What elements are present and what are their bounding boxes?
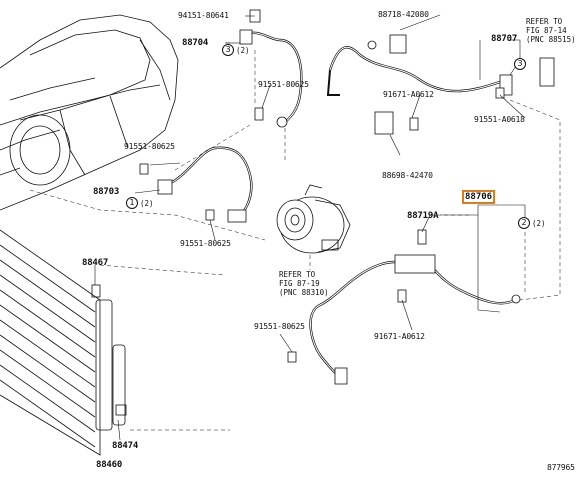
label-88707[interactable]: 88707 <box>491 34 518 44</box>
label-88698-42470[interactable]: 88698-42470 <box>382 171 433 180</box>
label-91551-80625-c[interactable]: 91551-80625 <box>180 239 231 248</box>
label-91551-80625-b[interactable]: 91551-80625 <box>124 142 175 151</box>
refer-note-top[interactable]: REFER TO FIG 87-14 (PNC 88515) <box>526 17 576 44</box>
label-88467[interactable]: 88467 <box>82 258 109 268</box>
diagram-id: 877965 <box>547 463 575 472</box>
vehicle-illustration <box>0 14 179 211</box>
label-88718-42080[interactable]: 88718-42080 <box>378 10 429 19</box>
compressor-illustration <box>276 184 351 254</box>
label-88460[interactable]: 88460 <box>96 460 123 470</box>
label-91551-80625-a[interactable]: 91551-80625 <box>258 80 309 89</box>
callout-3b: 3 <box>514 58 526 70</box>
callout-3: 3 <box>222 44 234 56</box>
label-94151-80641[interactable]: 94151-80641 <box>178 11 229 20</box>
label-88703[interactable]: 88703 <box>93 187 120 197</box>
callout-3-qty: (2) <box>236 46 250 55</box>
label-91671-a0612-a[interactable]: 91671-A0612 <box>383 90 434 99</box>
callout-2: 2 <box>518 217 530 229</box>
label-88704[interactable]: 88704 <box>182 38 209 48</box>
label-88719a[interactable]: 88719A <box>407 211 439 221</box>
label-91551-80625-d[interactable]: 91551-80625 <box>254 322 305 331</box>
label-88706-highlighted[interactable]: 88706 <box>462 190 496 204</box>
callout-1: 1 <box>126 197 138 209</box>
callout-2-qty: (2) <box>532 219 546 228</box>
callout-1-qty: (2) <box>140 199 154 208</box>
label-88474[interactable]: 88474 <box>112 441 139 451</box>
label-91551-a0618[interactable]: 91551-A0618 <box>474 115 525 124</box>
label-91671-a0612-b[interactable]: 91671-A0612 <box>374 332 425 341</box>
refer-note-mid[interactable]: REFER TO FIG 87-19 (PNC 88310) <box>279 270 329 297</box>
condenser-illustration <box>0 229 127 456</box>
